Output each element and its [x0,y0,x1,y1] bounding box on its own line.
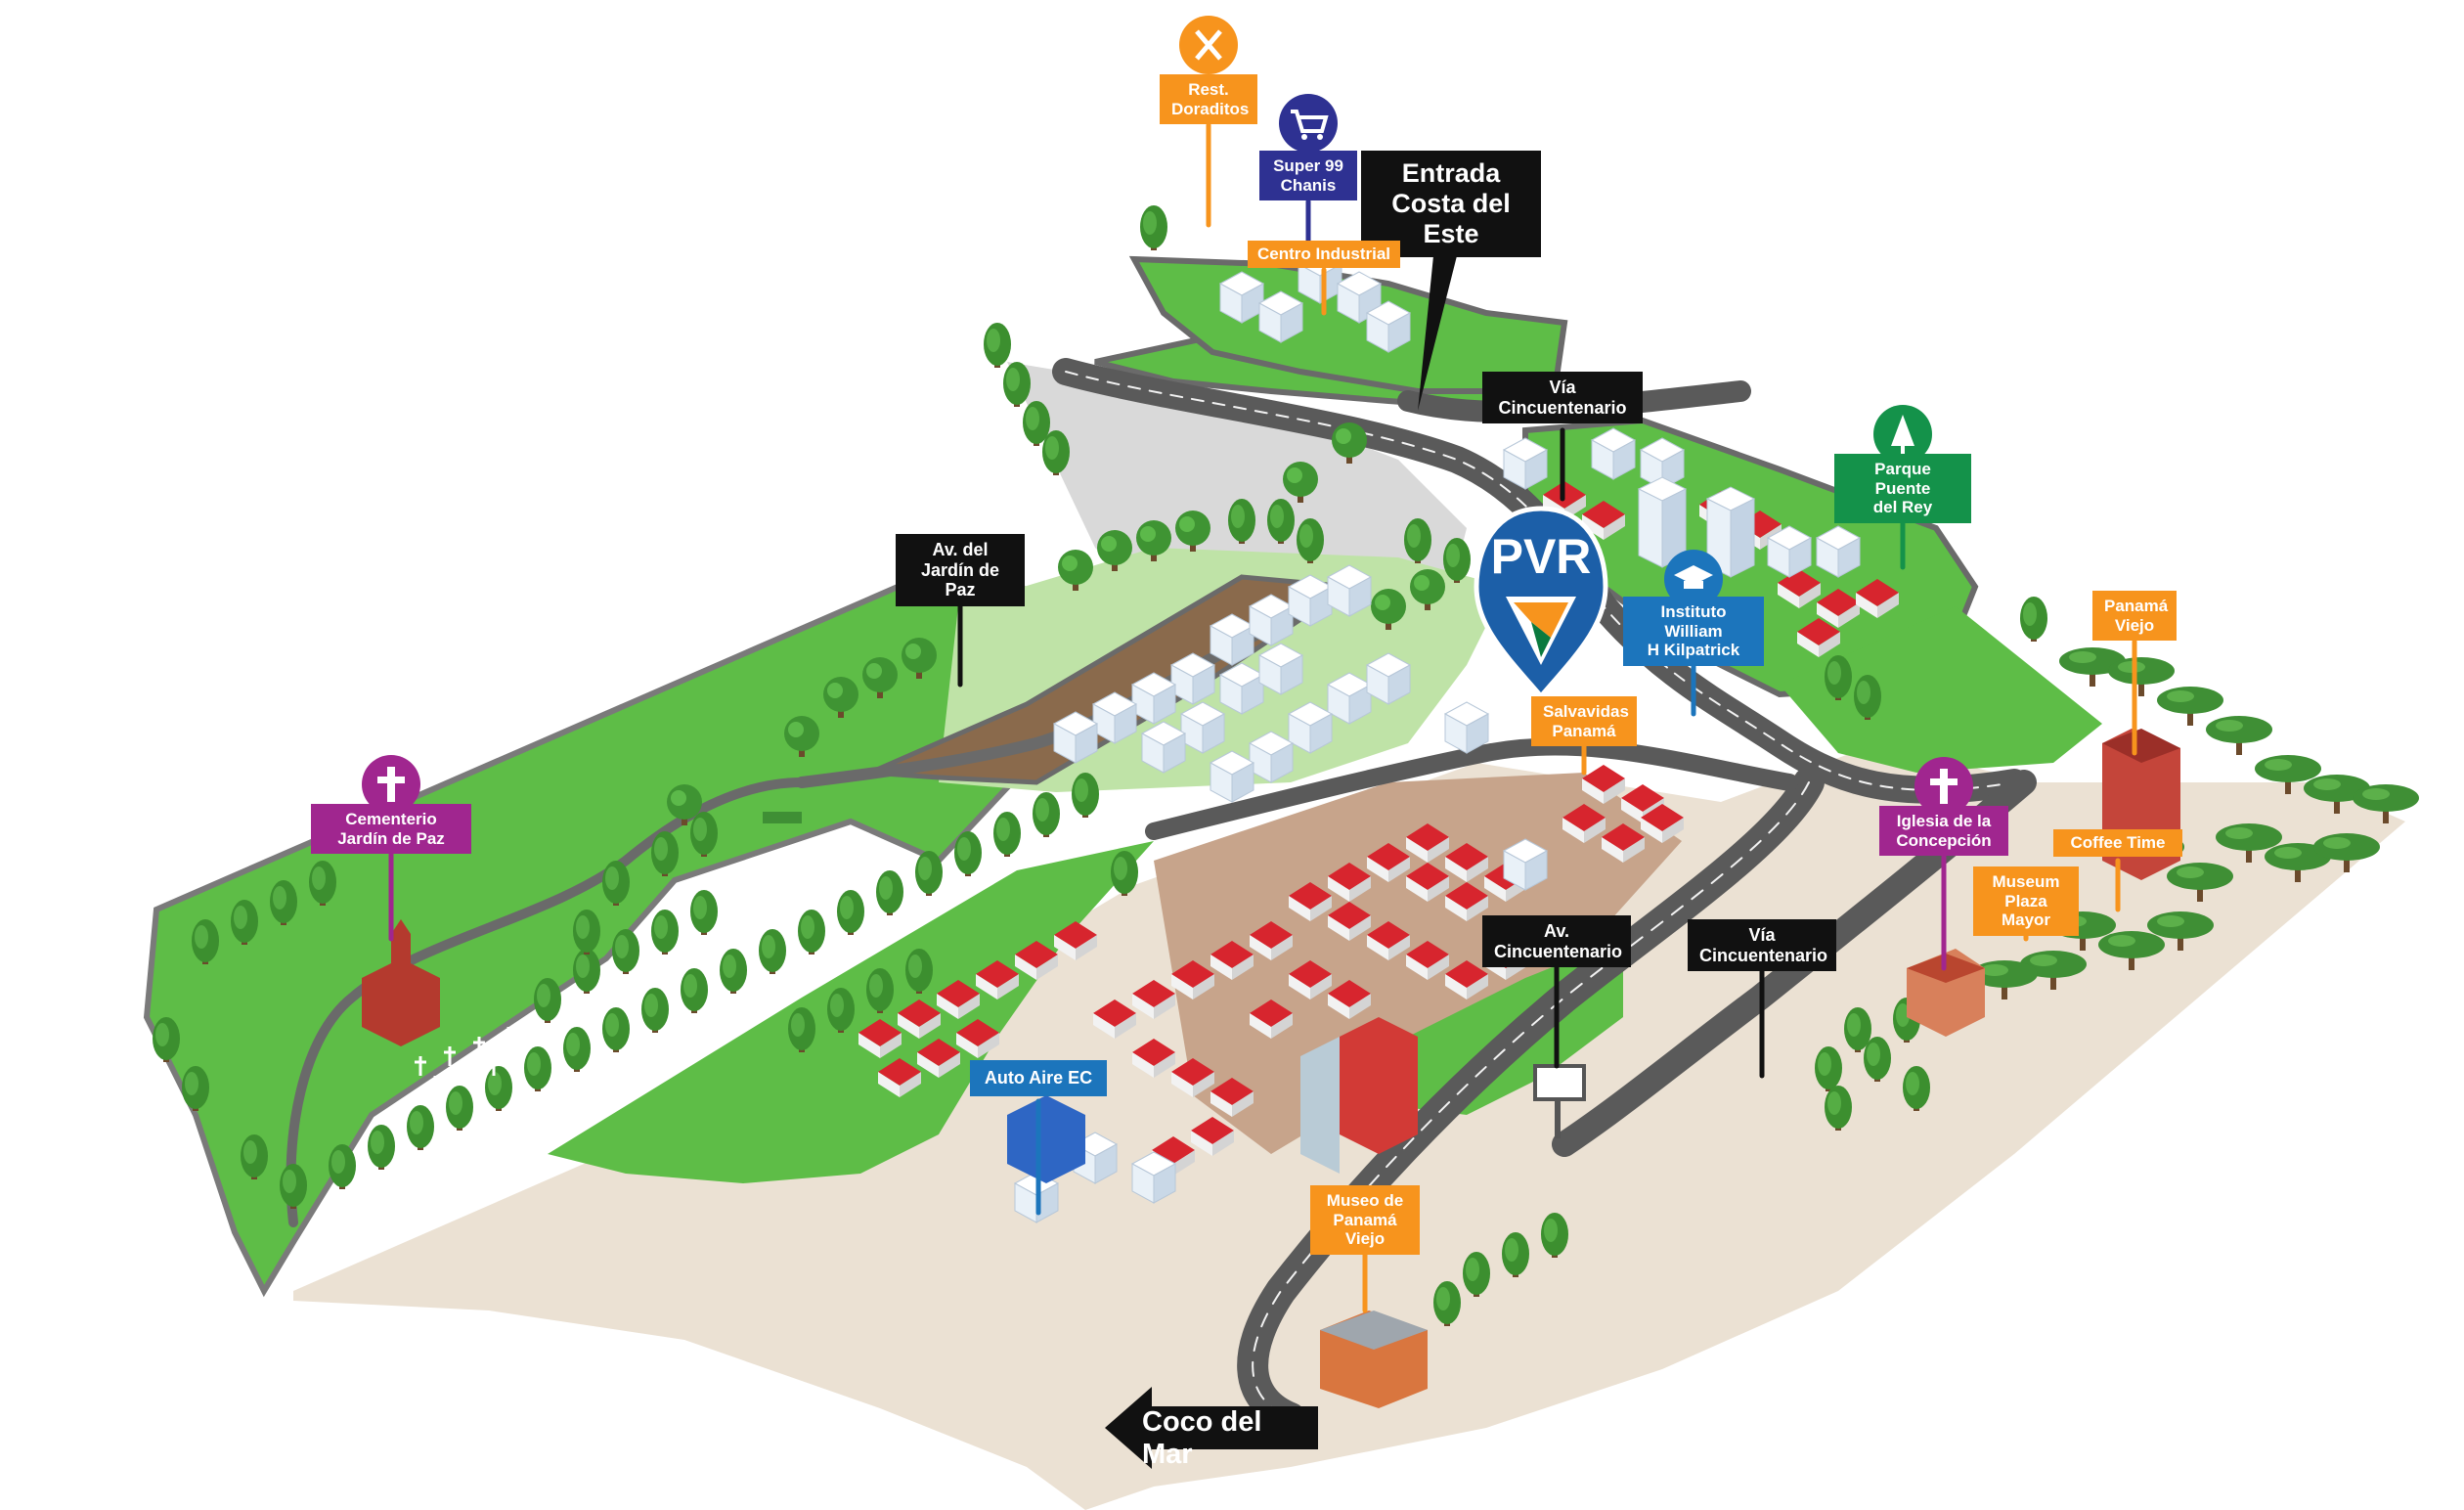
instituto-graduation-cap-icon [1664,550,1723,608]
label-museo-de-panama-viejo: Museo de Panamá Viejo [1310,1185,1420,1255]
cemetery-crosses [415,1027,514,1095]
coco-del-mar-arrow [1105,1387,1318,1469]
label-coffee-time: Coffee Time [2053,829,2182,857]
label-via-cincuentenario-east: Vía Cincuentenario [1688,919,1836,972]
cementerio-cross-icon [362,755,420,814]
label-av-jardin-de-paz: Av. del Jardín de Paz [896,534,1025,607]
label-parque-puente-del-rey: Parque Puente del Rey [1834,454,1971,523]
label-super-99-chanis: Super 99 Chanis [1259,151,1357,201]
label-centro-industrial: Centro Industrial [1248,241,1400,268]
label-auto-aire-ec: Auto Aire EC [970,1060,1107,1096]
label-rest-doraditos: Rest. Doraditos [1160,74,1257,125]
label-panama-viejo: Panamá Viejo [2092,591,2177,642]
road-cemetery-loop [286,777,807,1227]
label-coco-del-mar: Coco del Mar [1142,1406,1262,1470]
label-instituto-william-h-kilpatrick: Instituto William H Kilpatrick [1623,597,1764,666]
pointer-entrada [1418,217,1467,411]
label-iglesia-de-la-concepcion: Iglesia de la Concepción [1879,806,2008,857]
label-via-cincuentenario-top: Vía Cincuentenario [1482,372,1643,424]
landmarks [362,729,2180,1408]
rest-fork-knife-icon [1179,16,1238,74]
road-center [1145,737,1798,840]
parque-tree-icon [1873,405,1932,464]
label-cementerio-jardin-de-paz: Cementerio Jardín de Paz [311,804,471,855]
iglesia-cross-icon [1914,757,1973,816]
label-entrada-costa-del-este: Entrada Costa del Este [1361,151,1541,258]
roads [286,358,2037,1434]
pvr-brand-text: PVR [1490,529,1592,584]
super99-shopping-cart-icon [1279,94,1338,153]
label-salvavidas-panama: Salvavidas Panamá [1531,696,1637,747]
east-park [1780,606,2102,773]
road-av-cincuentenario-line [1252,781,1810,1419]
label-museum-plaza-mayor: Museum Plaza Mayor [1973,866,2079,936]
label-av-cincuentenario: Av. Cincuentenario [1482,915,1631,968]
